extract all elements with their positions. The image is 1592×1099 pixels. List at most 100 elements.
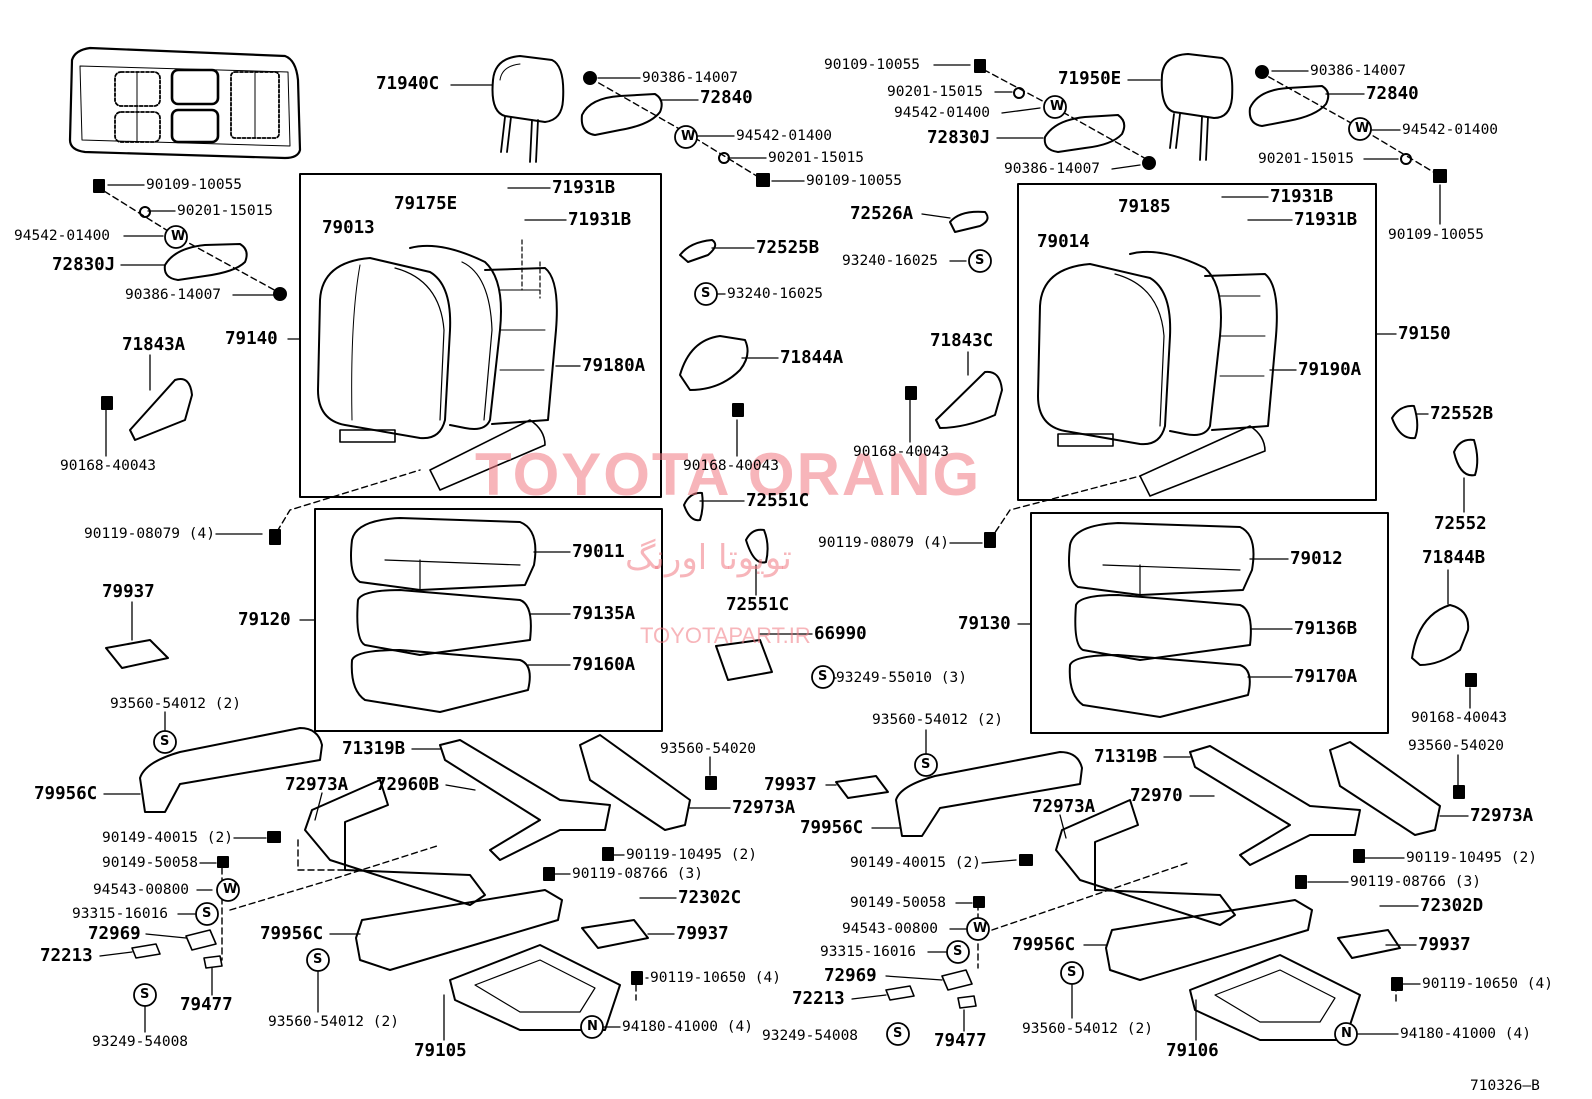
part-label-l66: 94542-01400 <box>1402 122 1499 138</box>
armrest-72830j-left <box>163 243 248 281</box>
screw-symbol-letter: S <box>893 1026 903 1041</box>
watermark-site: TOYOTAPART.IR <box>640 623 811 648</box>
part-label-l61: 71950E <box>1058 69 1122 89</box>
part-label-l81: 90119-08079 (4) <box>818 535 949 551</box>
part-label-l79: 72552B <box>1430 404 1494 424</box>
nut-symbol-letter: N <box>1341 1026 1352 1041</box>
part-label-l93: 72973A <box>1032 797 1096 817</box>
part-label-l103: 79937 <box>1418 935 1471 955</box>
part-label-l101: 94543-00800 <box>842 921 939 937</box>
part-label-l110: 93249-54008 <box>762 1028 859 1044</box>
part-label-l07: 90109-10055 <box>146 177 243 193</box>
part-label-l21: 93240-16025 <box>727 286 824 302</box>
part-label-l109: 94180-41000 (4) <box>1400 1026 1531 1042</box>
part-label-l88: 93560-54012 (2) <box>872 712 1003 728</box>
part-label-l20: 72525B <box>756 238 820 258</box>
screw-symbol-letter: S <box>701 286 711 301</box>
part-label-l29: 79011 <box>572 542 625 562</box>
part-label-l51: 72213 <box>40 946 93 966</box>
armrest-72830j-right <box>1043 114 1126 153</box>
part-label-l68: 90109-10055 <box>1388 227 1485 243</box>
leader-lines <box>99 64 1471 1041</box>
seat-track-assembly-right <box>835 741 1441 1041</box>
part-label-l06: 90109-10055 <box>806 173 903 189</box>
part-label-l74: 79014 <box>1037 232 1090 252</box>
clip-72551c-a <box>683 491 704 522</box>
part-label-l50: 79937 <box>676 924 729 944</box>
part-label-l55: 93560-54012 (2) <box>268 1014 399 1030</box>
part-label-l69: 72526A <box>850 204 914 224</box>
clip-72551c-b <box>745 528 769 564</box>
part-label-l30: 79120 <box>238 610 291 630</box>
cover-79937-left-top <box>105 639 169 669</box>
armrest-72840-right <box>1248 85 1330 127</box>
seat-back-box-right <box>1017 183 1377 501</box>
screw-symbol-icon <box>914 753 938 777</box>
seat-cushion-left <box>350 517 537 713</box>
part-label-l96: 90149-40015 (2) <box>850 855 981 871</box>
part-label-l82: 71844B <box>1422 548 1486 568</box>
part-label-l67: 90201-15015 <box>1258 151 1355 167</box>
part-label-l36: 71319B <box>342 739 406 759</box>
screw-symbol-letter: S <box>313 952 323 967</box>
part-label-l86: 79170A <box>1294 667 1358 687</box>
part-label-l71: 79185 <box>1118 197 1171 217</box>
part-label-l58: 90109-10055 <box>824 57 921 73</box>
part-label-l98: 90119-08766 (3) <box>1350 874 1481 890</box>
part-label-l41: 90149-40015 (2) <box>102 830 233 846</box>
screw-symbol-icon <box>886 1022 910 1046</box>
screw-symbol-icon <box>946 940 970 964</box>
recliner-cover-71844b <box>1411 604 1470 666</box>
seat-cushion-box-right <box>1030 512 1389 734</box>
part-label-l83: 79012 <box>1290 549 1343 569</box>
screw-symbol-icon <box>968 249 992 273</box>
fasteners <box>93 59 1477 991</box>
part-label-l49: 79956C <box>260 924 324 944</box>
part-label-l80: 72552 <box>1434 514 1487 534</box>
part-label-l87: 90168-40043 <box>1411 710 1508 726</box>
seat-cushion-right <box>1068 522 1255 718</box>
washer-symbol-icon <box>1348 117 1372 141</box>
part-label-l84: 79130 <box>958 614 1011 634</box>
part-label-l34: 93560-54012 (2) <box>110 696 241 712</box>
washer-symbol-icon <box>1043 95 1067 119</box>
part-label-l53: 90119-10650 (4) <box>650 970 781 986</box>
part-label-l90: 71319B <box>1094 747 1158 767</box>
part-label-l25: 72551C <box>726 595 790 615</box>
washer-symbol-icon <box>966 917 990 941</box>
screw-symbol-letter: S <box>953 944 963 959</box>
part-label-l16: 79140 <box>225 329 278 349</box>
screw-symbol-icon <box>195 902 219 926</box>
part-label-l33: 79937 <box>102 582 155 602</box>
seat-track-assembly-left <box>131 727 691 1031</box>
part-label-l04: 94542-01400 <box>736 128 833 144</box>
headrest-left-icon <box>491 55 565 163</box>
part-label-l27: 93249-55010 (3) <box>836 670 967 686</box>
part-label-l56: 94180-41000 (4) <box>622 1019 753 1035</box>
screw-symbol-letter: S <box>921 757 931 772</box>
part-label-l44: 90119-08766 (3) <box>572 866 703 882</box>
part-label-l91: 79937 <box>764 775 817 795</box>
part-label-l94: 72973A <box>1470 806 1534 826</box>
part-label-l32: 79160A <box>572 655 636 675</box>
part-label-l19: 90168-40043 <box>60 458 157 474</box>
part-label-l42: 90119-10495 (2) <box>626 847 757 863</box>
headrest-right-icon <box>1160 53 1234 161</box>
washer-symbol-letter: W <box>171 229 186 244</box>
part-label-l107: 72213 <box>792 989 845 1009</box>
part-label-l12: 79013 <box>322 218 375 238</box>
washer-symbol-letter: W <box>1050 99 1065 114</box>
part-label-l78: 90168-40043 <box>853 444 950 460</box>
part-label-l03: 72840 <box>700 88 753 108</box>
part-label-l17: 79180A <box>582 356 646 376</box>
part-label-l38: 72960B <box>376 775 440 795</box>
part-label-l05: 90201-15015 <box>768 150 865 166</box>
part-label-l31: 79135A <box>572 604 636 624</box>
part-label-l76: 71843C <box>930 331 994 351</box>
screw-symbol-icon <box>153 730 177 754</box>
part-label-l08: 90201-15015 <box>177 203 274 219</box>
washer-symbol-letter: W <box>681 129 696 144</box>
part-label-l102: 79956C <box>1012 935 1076 955</box>
